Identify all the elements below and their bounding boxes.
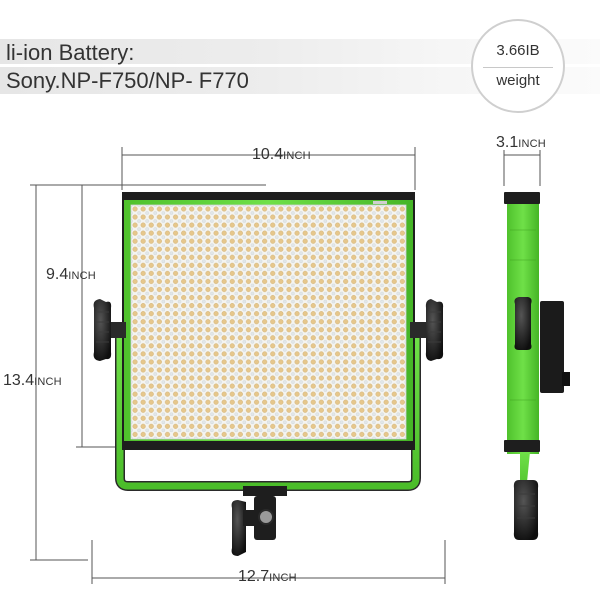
depth-label: 3.1INCH [496,134,546,152]
panel-height-label: 9.4INCH [46,266,96,284]
total-height-unit: INCH [34,376,62,388]
panel-top-rail [122,192,415,200]
knob-right-icon [410,299,444,361]
depth-value: 3.1 [496,134,519,151]
panel-height-unit: INCH [68,270,96,282]
mount-icon [231,486,287,556]
dimension-lines [30,147,541,584]
panel-width-label: 10.4INCH [252,146,311,164]
battery-model-label: Sony.NP-F750/NP- F770 [6,68,249,93]
weight-badge: 3.66IB weight [471,19,565,113]
total-height-value: 13.4 [3,372,35,389]
panel-height-value: 9.4 [46,266,69,283]
panel-width-value: 10.4 [252,146,284,163]
weight-divider [483,67,553,68]
battery-type-label: li-ion Battery: [6,40,135,65]
total-width-unit: INCH [269,572,297,584]
led-array-cool [131,205,406,439]
total-height-label: 13.4INCH [3,372,62,390]
depth-unit: INCH [518,138,546,150]
total-width-value: 12.7 [238,568,270,585]
panel-width-unit: INCH [283,150,311,162]
weight-label: weight [496,72,540,89]
weight-value: 3.66IB [496,42,540,59]
side-view [504,192,570,540]
knob-left-icon [93,299,126,361]
panel-bottom-rail [122,441,415,450]
battery-plate-icon [540,301,564,393]
total-width-label: 12.7INCH [238,568,297,586]
brand-tag [373,201,387,204]
